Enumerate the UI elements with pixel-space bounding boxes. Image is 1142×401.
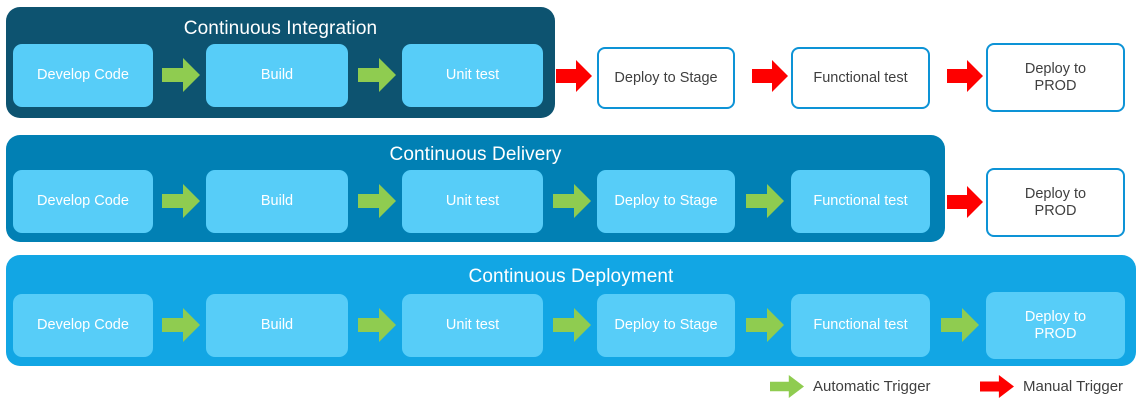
stage-label: Unit test [445,67,500,83]
arrow-automatic-trigger [162,308,200,342]
arrow-automatic-trigger [746,308,784,342]
stage-unit-test[interactable]: Unit test [402,44,543,107]
stage-label: Deploy to Stage [614,193,718,209]
stage-label: Unit test [445,317,500,333]
stage-build[interactable]: Build [206,294,348,357]
stage-label: Functional test [813,193,908,209]
stage-label: Functional test [813,69,908,86]
stage-label: Functional test [813,317,908,333]
stage-unit-test[interactable]: Unit test [402,294,543,357]
stage-deploy-to-stage[interactable]: Deploy to Stage [597,47,735,109]
stage-label: Deploy to Stage [614,69,718,86]
arrow-automatic-trigger [941,308,979,342]
stage-label: Develop Code [37,317,129,333]
lane-title-continuous-integration: Continuous Integration [183,18,378,39]
lane-title-continuous-delivery: Continuous Delivery [389,144,562,165]
stage-label: Build [260,67,294,83]
stage-label: Build [260,193,294,209]
stage-label: Develop Code [37,67,129,83]
legend-automatic-trigger: Automatic Trigger [770,375,931,398]
stage-label: Deploy to Stage [614,317,718,333]
arrow-automatic-trigger [358,184,396,218]
stage-deploy-to-stage[interactable]: Deploy to Stage [597,294,735,357]
arrow-manual-trigger [947,186,983,218]
stage-label: Build [260,317,294,333]
arrow-manual-trigger [556,60,592,92]
stage-build[interactable]: Build [206,44,348,107]
stage-build[interactable]: Build [206,170,348,233]
stage-label: Develop Code [37,193,129,209]
arrow-automatic-trigger [746,184,784,218]
lane-continuous-deployment: Continuous Deployment [6,255,1136,366]
stage-unit-test[interactable]: Unit test [402,170,543,233]
stage-functional-test[interactable]: Functional test [791,294,930,357]
stage-develop-code[interactable]: Develop Code [13,294,153,357]
stage-develop-code[interactable]: Develop Code [13,44,153,107]
arrow-automatic-trigger [358,58,396,92]
lane-title-continuous-deployment: Continuous Deployment [468,266,674,287]
legend-label-automatic-trigger: Automatic Trigger [813,377,931,395]
arrow-automatic-trigger [162,184,200,218]
stage-functional-test[interactable]: Functional test [791,47,930,109]
arrow-manual-trigger [752,60,788,92]
stage-functional-test[interactable]: Functional test [791,170,930,233]
legend-label-manual-trigger: Manual Trigger [1023,377,1124,395]
stage-develop-code[interactable]: Develop Code [13,170,153,233]
green-right-arrow-icon [770,375,804,398]
arrow-automatic-trigger [162,58,200,92]
arrow-automatic-trigger [553,184,591,218]
legend-manual-trigger: Manual Trigger [980,375,1123,398]
red-right-arrow-icon [980,375,1014,398]
stage-deploy-to-stage[interactable]: Deploy to Stage [597,170,735,233]
stage-label: Unit test [445,193,500,209]
arrow-automatic-trigger [358,308,396,342]
arrow-automatic-trigger [553,308,591,342]
arrow-manual-trigger [947,60,983,92]
